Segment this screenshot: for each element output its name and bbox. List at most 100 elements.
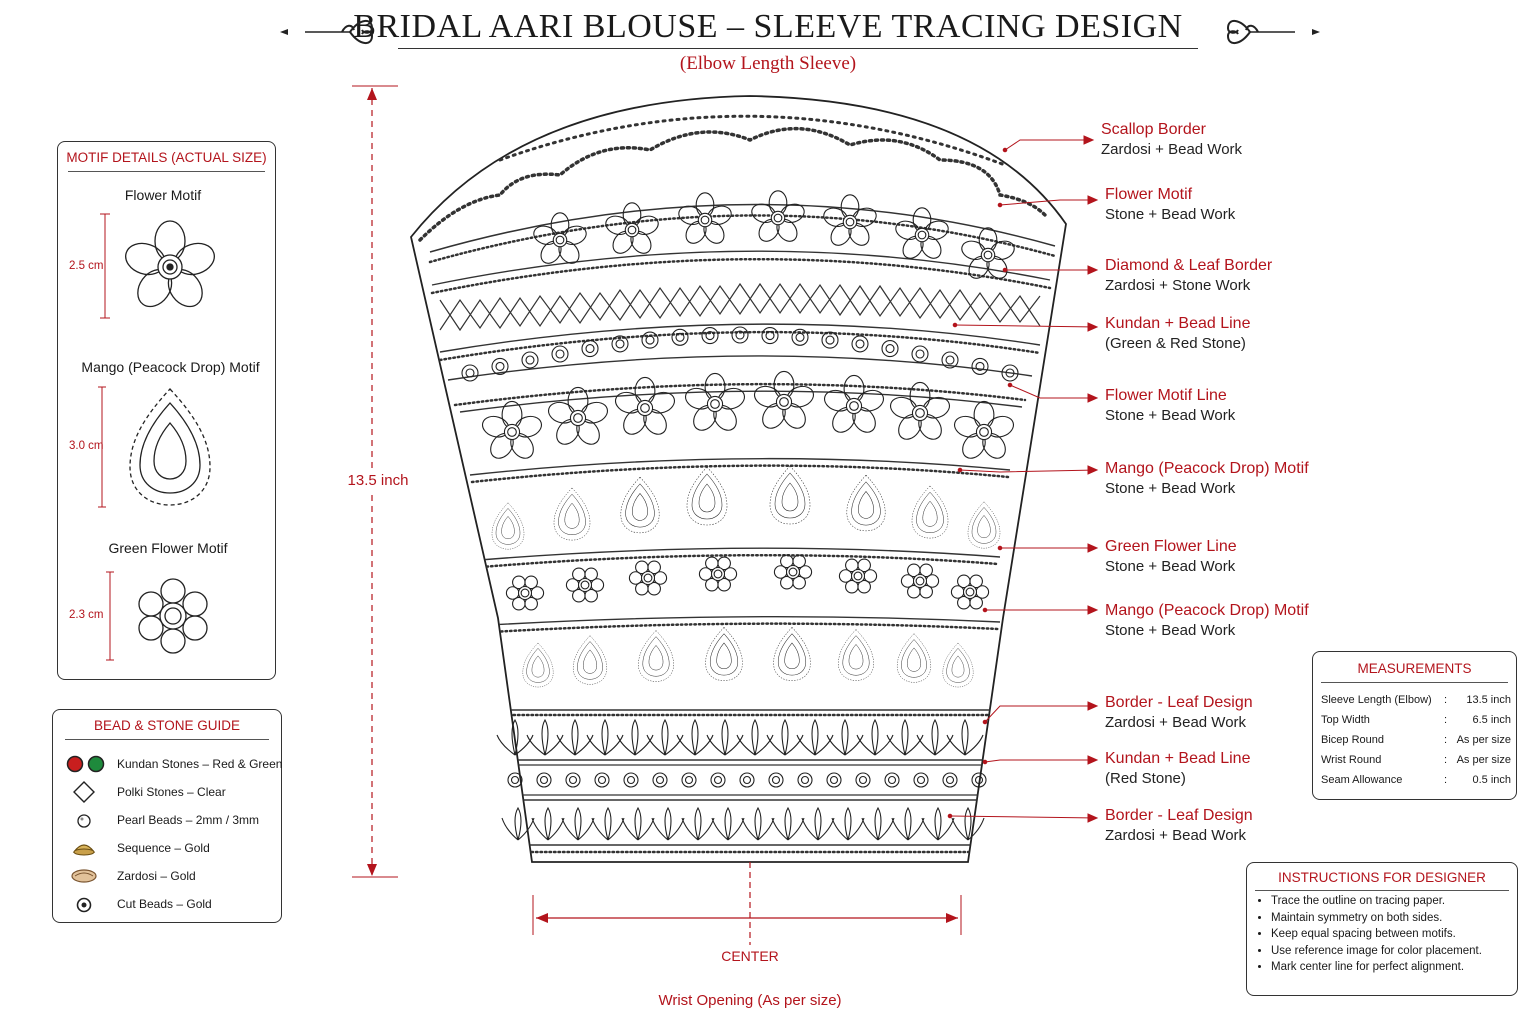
callout-sub: Zardosi + Bead Work	[1101, 141, 1243, 158]
instruction-item: Use reference image for color placement.	[1271, 945, 1511, 957]
callout-leader-line	[984, 759, 1097, 763]
kundan-ring	[611, 335, 629, 353]
green-flower-motif	[900, 563, 940, 599]
measurement-row: Top Width:6.5 inch	[1321, 714, 1511, 732]
guide-row-polki: Polki Stones – Clear	[53, 779, 281, 805]
kundan-ring	[791, 328, 809, 346]
kundan-ring	[521, 351, 539, 369]
measurement-key: Wrist Round	[1321, 754, 1382, 766]
callout-title: Flower Motif Line	[1105, 387, 1227, 404]
kundan-ring	[942, 772, 958, 788]
center-label: CENTER	[721, 948, 779, 964]
green-flower-motif	[505, 575, 545, 611]
callout-mango-motif-1: Mango (Peacock Drop) Motif Stone + Bead …	[1105, 460, 1309, 497]
callout-title: Kundan + Bead Line	[1105, 750, 1251, 767]
callout-leader-line	[954, 324, 1098, 328]
mango-motif	[942, 642, 974, 688]
motif-panel-title: MOTIF DETAILS (ACTUAL SIZE)	[66, 150, 267, 165]
instructions-title: INSTRUCTIONS FOR DESIGNER	[1278, 870, 1486, 885]
guide-label-polki: Polki Stones – Clear	[117, 785, 226, 799]
kundan-ring	[681, 772, 697, 788]
measurement-value: 13.5 inch	[1466, 694, 1511, 706]
kundan-ring	[768, 772, 784, 788]
divider	[1255, 890, 1509, 891]
flower-motif	[684, 372, 746, 431]
callout-anchor	[982, 607, 988, 613]
kundan-ring	[731, 326, 749, 344]
measurement-sep: :	[1444, 754, 1448, 766]
callout-title: Flower Motif	[1105, 186, 1193, 203]
motif-size-mango: 3.0 cm	[69, 440, 104, 452]
callout-green-flower-line: Green Flower Line Stone + Bead Work	[1105, 538, 1237, 575]
green-flower-motif	[628, 560, 668, 596]
callout-title: Mango (Peacock Drop) Motif	[1105, 460, 1309, 477]
callout-arrow-icon	[1087, 195, 1099, 205]
mango-motif-icon	[98, 386, 211, 508]
kundan-ring	[641, 331, 659, 349]
mango-motif	[686, 466, 728, 526]
callout-title: Scallop Border	[1101, 121, 1206, 138]
kundan-ring	[710, 772, 726, 788]
guide-label-cut-beads: Cut Beads – Gold	[117, 897, 212, 911]
kundan-ring	[826, 772, 842, 788]
mango-motif	[846, 474, 886, 532]
callout-leader-line	[1009, 384, 1097, 399]
sleeve-length-label: 13.5 inch	[347, 472, 409, 489]
kundan-ring	[941, 351, 959, 369]
kundan-ring	[594, 772, 610, 788]
callout-sub: (Green & Red Stone)	[1105, 335, 1246, 352]
callout-anchor	[997, 545, 1003, 551]
left-flourish-icon	[280, 20, 374, 44]
green-flower-motif	[773, 554, 813, 590]
mango-motif	[967, 501, 1001, 549]
motif-name-flower: Flower Motif	[124, 187, 202, 203]
callout-anchor	[997, 202, 1003, 208]
kundan-ring	[551, 345, 569, 363]
callout-sub: Zardosi + Bead Work	[1105, 827, 1247, 844]
zardosi-icon	[71, 869, 97, 883]
kundan-stones-icon	[66, 755, 105, 773]
callout-arrow-icon	[1087, 265, 1099, 275]
kundan-ring	[797, 772, 813, 788]
callout-arrow-icon	[1087, 322, 1099, 332]
callout-title: Border - Leaf Design	[1105, 807, 1253, 824]
measurement-row: Bicep Round:As per size	[1321, 734, 1511, 752]
measurements-title: MEASUREMENTS	[1357, 661, 1472, 676]
mango-motif	[838, 629, 874, 681]
green-flower-motif	[565, 567, 605, 603]
callout-title: Mango (Peacock Drop) Motif	[1105, 602, 1309, 619]
motif-size-green-flower: 2.3 cm	[69, 609, 104, 621]
mango-motif	[620, 476, 660, 534]
callout-sub: Zardosi + Bead Work	[1105, 714, 1247, 731]
page-subtitle: (Elbow Length Sleeve)	[679, 53, 857, 74]
flower-motif	[751, 190, 805, 242]
guide-label-pearl: Pearl Beads – 2mm / 3mm	[117, 813, 260, 827]
kundan-ring	[971, 357, 989, 375]
green-flower-motif	[698, 556, 738, 592]
kundan-ring	[701, 327, 719, 345]
guide-row-pearl: Pearl Beads – 2mm / 3mm	[53, 807, 281, 833]
flower-motif	[533, 212, 587, 264]
polki-stone-icon	[73, 781, 95, 803]
callout-sub: Stone + Bead Work	[1105, 206, 1236, 223]
kundan-ring	[671, 328, 689, 346]
instructions-list: Trace the outline on tracing paper. Main…	[1247, 895, 1511, 978]
pearl-bead-icon	[77, 814, 91, 828]
measurement-sep: :	[1444, 714, 1448, 726]
kundan-ring	[1001, 364, 1019, 382]
kundan-ring	[911, 345, 929, 363]
motif-name-mango: Mango (Peacock Drop) Motif	[81, 359, 260, 375]
kundan-ring	[461, 364, 479, 382]
measurement-sep: :	[1444, 734, 1448, 746]
flower-motif	[614, 376, 676, 435]
callout-title: Border - Leaf Design	[1105, 694, 1253, 711]
mango-motif	[769, 465, 811, 525]
leaf-border-1	[496, 718, 984, 756]
callout-arrow-icon	[1087, 393, 1099, 403]
measurement-sep: :	[1444, 694, 1448, 706]
flower-motif	[753, 370, 815, 429]
callout-anchor	[1007, 382, 1013, 388]
guide-row-zardosi: Zardosi – Gold	[53, 863, 281, 889]
callout-flower-motif: Flower Motif Stone + Bead Work	[1105, 186, 1235, 223]
